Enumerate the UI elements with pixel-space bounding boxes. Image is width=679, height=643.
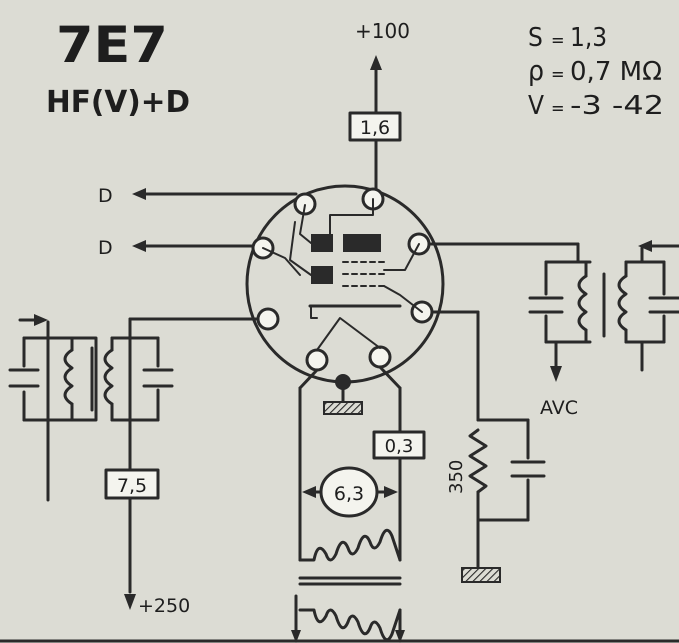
cathode-network: 350	[430, 310, 546, 583]
tube-function-label: HF(V)+D	[46, 85, 190, 120]
arrow-left-icon	[638, 240, 652, 252]
heater-voltage-label: 6,3	[334, 483, 364, 505]
spec-sep: =	[551, 98, 565, 119]
spec-value-rho: 0,7 MΩ	[570, 57, 662, 87]
cathode-resistor-label: 350	[446, 460, 467, 494]
tube-type-title: 7E7	[56, 16, 168, 74]
ground-symbol	[461, 567, 501, 583]
spec-symbol-rho: ρ	[528, 54, 544, 87]
diode-output-label-2: D	[98, 237, 113, 259]
heater-current-box: 0,3	[385, 436, 414, 457]
diode-output-label-1: D	[98, 185, 113, 207]
output-tuned-circuit: AVC	[427, 240, 679, 419]
heater-circuit: 0,3 6,3	[291, 365, 426, 643]
arrow-down-icon	[291, 630, 301, 643]
spec-symbol-v: V	[528, 91, 544, 121]
arrow-left-icon	[302, 486, 316, 498]
screen-voltage-label: +250	[138, 595, 190, 617]
arrow-up-icon	[370, 55, 382, 70]
input-tuned-circuit: 7,5 +250	[8, 314, 260, 617]
screen-current-box: 7,5	[117, 475, 147, 497]
anode-current-box: 1,6	[360, 117, 390, 139]
spec-value-s: 1,3	[570, 23, 607, 53]
tube-pins	[251, 187, 434, 372]
spec-block: S = 1,3 ρ = 0,7 MΩ V = -3 -42	[528, 23, 664, 121]
arrow-down-icon	[395, 630, 405, 643]
avc-output-label: AVC	[540, 397, 578, 419]
spec-symbol-s: S	[528, 23, 543, 53]
anode-supply: +100 1,6	[348, 19, 410, 192]
spec-value-v: -3 -42	[570, 91, 664, 121]
arrow-left-icon	[132, 240, 146, 252]
tube-electrodes	[262, 198, 423, 351]
spec-sep: =	[551, 64, 565, 85]
arrow-right-icon	[34, 314, 48, 326]
arrow-left-icon	[132, 188, 146, 200]
arrow-right-icon	[384, 486, 398, 498]
diode-outputs: D D	[98, 185, 298, 259]
arrow-down-icon	[550, 366, 562, 382]
anode-voltage-label: +100	[355, 19, 410, 43]
spec-sep: =	[551, 30, 565, 51]
ground-symbol	[323, 401, 363, 415]
arrow-down-icon	[124, 594, 136, 610]
